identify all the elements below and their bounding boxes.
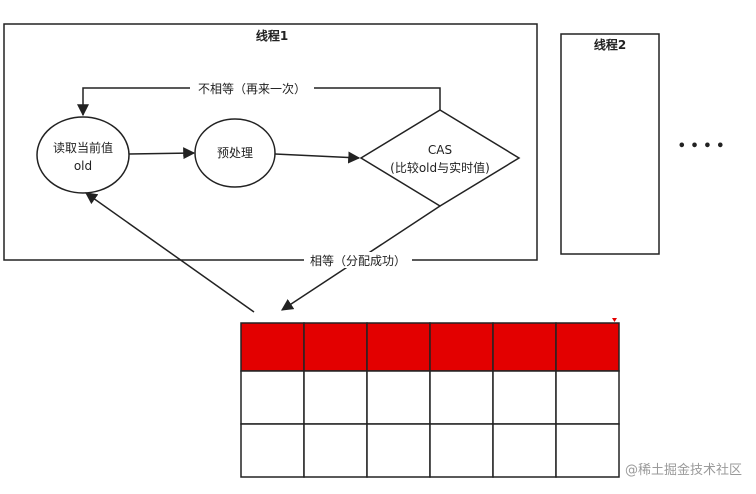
memory-cell-free: [240, 423, 305, 478]
preprocess-node-label: 预处理: [217, 146, 253, 160]
read-node-label-line1: 读取当前值: [53, 140, 113, 155]
memory-cell-free: [366, 423, 431, 478]
thread2-title: 线程2: [594, 37, 626, 52]
read-node: [36, 116, 130, 194]
memory-cell-free: [492, 423, 557, 478]
memory-cell-free: [366, 370, 431, 425]
memory-cell-allocated: [240, 322, 305, 372]
thread1-frame: [3, 23, 538, 261]
edge-memory-to-read: [85, 192, 255, 313]
more-threads-ellipsis: • • • •: [678, 139, 725, 154]
memory-cell-free: [429, 423, 494, 478]
memory-cell-free: [240, 370, 305, 425]
cas-node-label-line1: CAS: [428, 143, 452, 157]
memory-cell-free: [303, 370, 368, 425]
edge-equal-label: 相等（分配成功）: [310, 254, 406, 268]
grid-corner-marker: [612, 318, 617, 322]
memory-cell-free: [555, 370, 620, 425]
memory-cell-free: [492, 370, 557, 425]
edge-retry-label-bg: [190, 80, 314, 96]
memory-cell-free: [429, 370, 494, 425]
watermark: @稀土掘金技术社区: [625, 462, 742, 478]
memory-grid: [240, 322, 620, 478]
cas-decision-node: [359, 109, 521, 207]
memory-cell-free: [555, 423, 620, 478]
memory-cell-allocated: [429, 322, 494, 372]
memory-cell-allocated: [366, 322, 431, 372]
edge-retry-label: 不相等（再来一次）: [198, 82, 306, 96]
thread2-frame: [560, 33, 660, 255]
memory-cell-allocated: [303, 322, 368, 372]
memory-cell-free: [303, 423, 368, 478]
memory-cell-allocated: [555, 322, 620, 372]
thread1-title: 线程1: [256, 28, 288, 43]
edge-preprocess-to-cas: [274, 151, 361, 164]
cas-node-label-line2: (比较old与实时值): [390, 160, 490, 175]
edge-equal-label-bg: [304, 252, 412, 268]
read-node-label-line2: old: [74, 159, 92, 173]
memory-cell-allocated: [492, 322, 557, 372]
edge-read-to-preprocess: [128, 147, 196, 160]
